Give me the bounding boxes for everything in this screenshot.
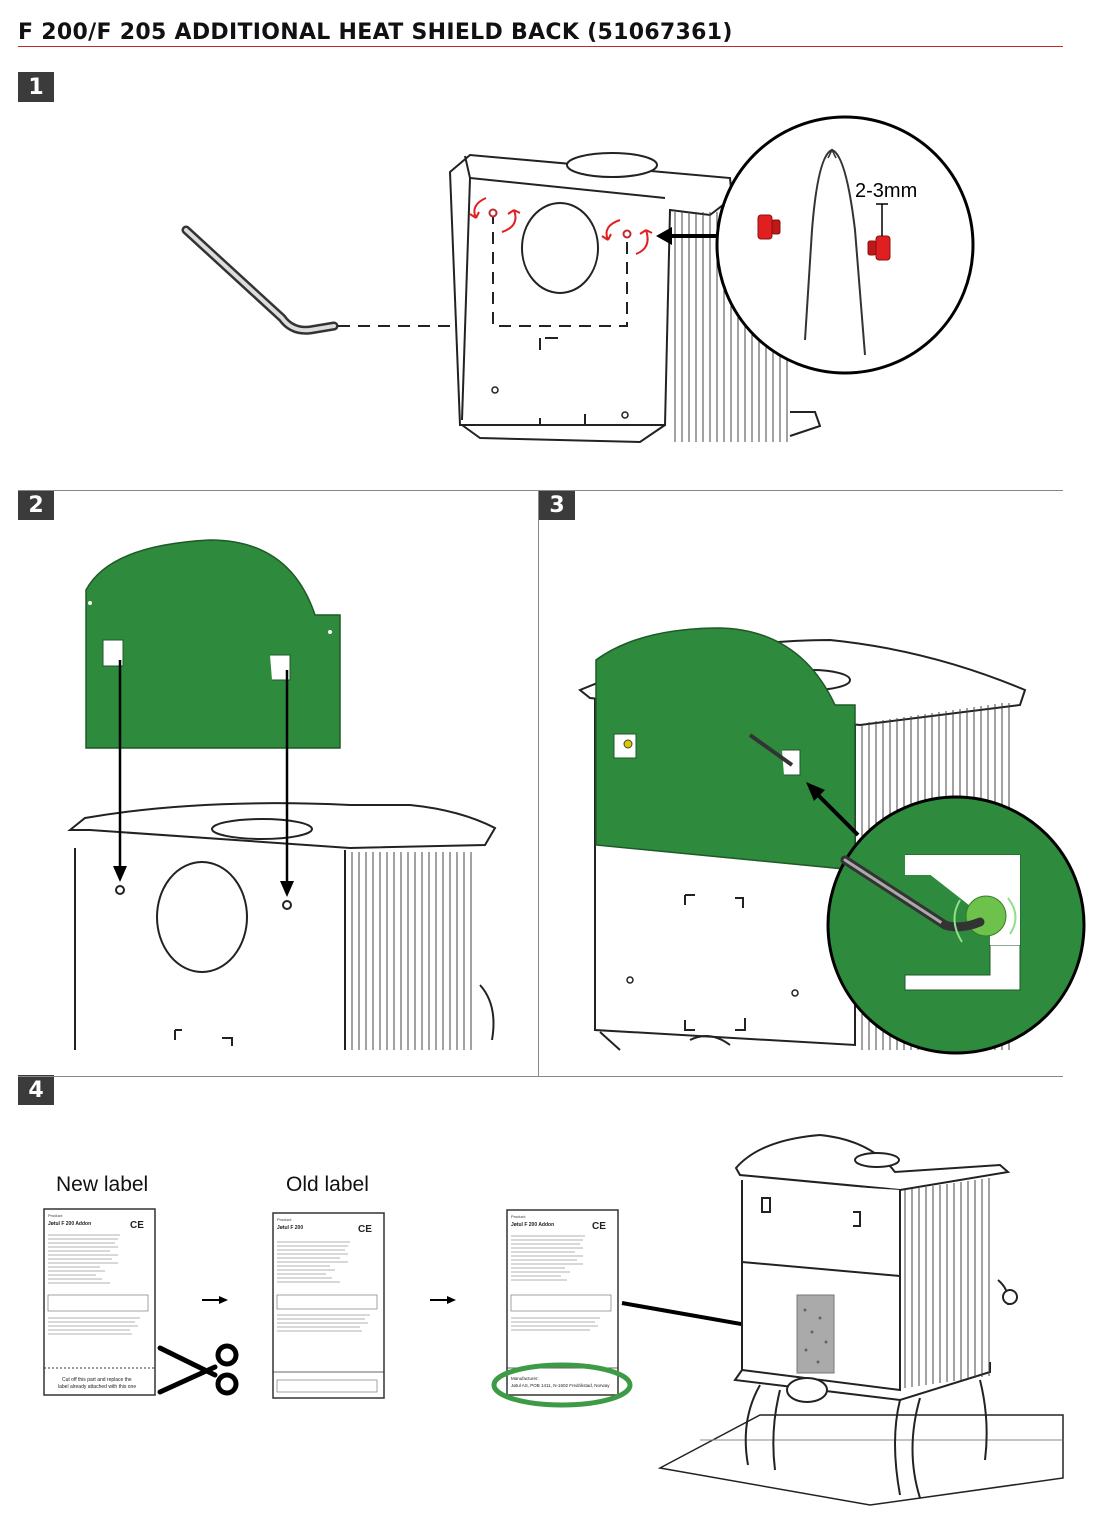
new-label-card: Product: Jøtul F 200 Addon CE Cut off th…	[43, 1208, 156, 1396]
step-1-badge: 1	[18, 72, 54, 102]
step-3-illustration	[578, 627, 1086, 1055]
new-label-product: Product:	[48, 1213, 63, 1218]
old-label-heading: Old label	[286, 1173, 369, 1196]
final-label-product: Product:	[511, 1214, 526, 1219]
rotation-arrows	[469, 197, 653, 255]
page-title: F 200/F 205 ADDITIONAL HEAT SHIELD BACK …	[18, 20, 733, 45]
fastener-icon	[867, 235, 891, 261]
step-3-badge: 3	[539, 490, 575, 520]
divider-top	[18, 490, 1063, 491]
stove-back-outline	[448, 152, 734, 444]
heat-shield-panel	[595, 627, 856, 871]
svg-text:CE: CE	[592, 1221, 606, 1232]
final-label-card: Product: Jøtul F 200 Addon CE Manufactur…	[506, 1209, 619, 1396]
final-label-address: Jøtul AS, POB 1411, N-1602 Fredrikstad, …	[511, 1383, 610, 1388]
old-label-product: Product:	[277, 1217, 292, 1222]
step-1-illustration: 2-3mm	[181, 115, 975, 444]
final-label-manufacturer: Manufacturer:	[511, 1376, 539, 1381]
old-label-name: Jøtul F 200	[277, 1225, 303, 1231]
divider-bottom	[18, 1076, 1063, 1077]
zoom-detail-circle	[715, 115, 975, 375]
svg-text:CE: CE	[358, 1224, 372, 1235]
svg-text:CE: CE	[130, 1220, 144, 1231]
new-label-cut-text-1: Cut off this part and replace the	[62, 1377, 132, 1383]
old-label-card: Product: Jøtul F 200 CE	[272, 1212, 385, 1399]
heat-shield-panel	[85, 539, 341, 749]
fastener-icon	[757, 214, 781, 240]
step-2-badge: 2	[18, 490, 54, 520]
step-4-badge: 4	[18, 1075, 54, 1105]
new-label-heading: New label	[56, 1173, 149, 1196]
title-rule	[18, 46, 1063, 47]
step-2-illustration	[67, 539, 497, 1050]
new-label-name: Jøtul F 200 Addon	[48, 1221, 91, 1227]
divider-middle	[538, 490, 539, 1077]
final-label-name: Jøtul F 200 Addon	[511, 1222, 554, 1228]
gap-label: 2-3mm	[855, 180, 917, 202]
scissors-icon	[157, 1343, 239, 1396]
label-on-stove	[796, 1294, 835, 1374]
new-label-cut-text-2: label already attached with this one	[58, 1384, 136, 1390]
manufacturer-highlight-ellipse	[491, 1362, 633, 1408]
